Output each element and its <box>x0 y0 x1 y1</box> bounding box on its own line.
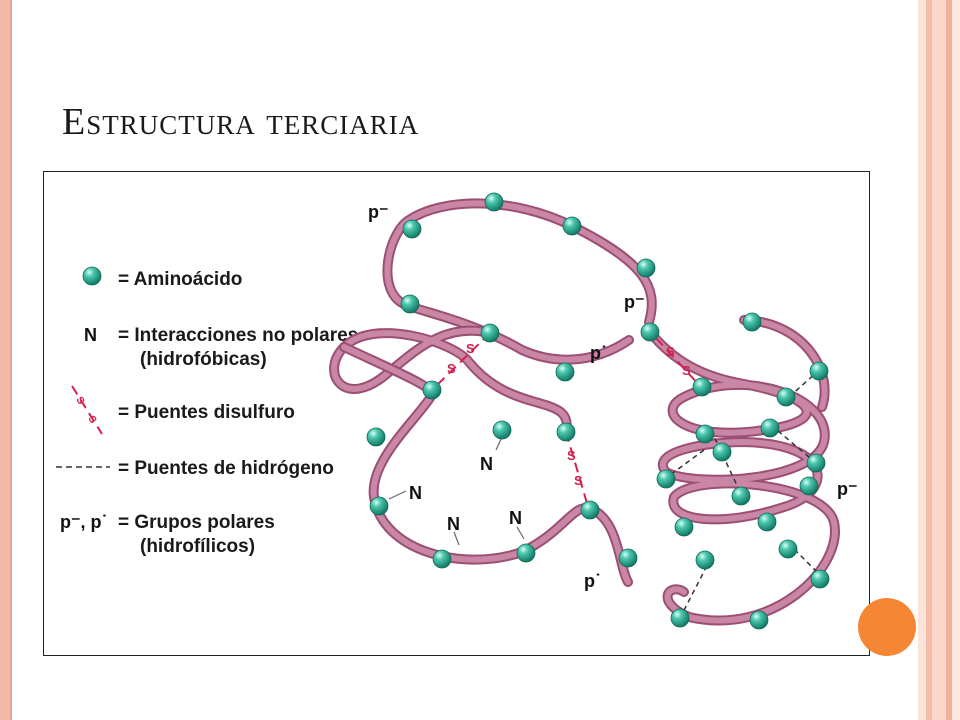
legend-hydrogen: = Puentes de hidrógeno <box>118 458 334 479</box>
protein-diagram: = Aminoácido N = Interacciones no polare… <box>56 192 858 630</box>
legend: = Aminoácido N = Interacciones no polare… <box>56 266 358 557</box>
legend-polar-symbol: p⁻, p˙ <box>60 512 108 532</box>
label-p-dot-mid: p˙ <box>590 343 607 363</box>
legend-polar-line2: (hidrofílicos) <box>140 536 255 557</box>
label-p-dot-bottom: p˙ <box>584 571 601 591</box>
svg-text:s: s <box>73 393 90 407</box>
legend-nonpolar-line1: = Interacciones no polares <box>118 325 358 346</box>
right-decorative-strips <box>918 0 960 720</box>
legend-disulfide: = Puentes disulfuro <box>118 402 295 423</box>
legend-polar-line1: = Grupos polares <box>118 512 275 533</box>
svg-text:S: S <box>567 448 576 463</box>
legend-nonpolar-line2: (hidrofóbicas) <box>140 349 267 370</box>
slide-title: Estructura terciaria <box>62 101 420 143</box>
label-n-2: N <box>409 483 422 503</box>
polypeptide-backbone <box>329 198 840 626</box>
label-n-3: N <box>447 514 460 534</box>
aminoacid-beads <box>366 192 830 630</box>
legend-nonpolar-symbol: N <box>84 325 97 345</box>
disulfide-legend-icon: s s <box>71 385 103 435</box>
svg-text:S: S <box>466 341 475 356</box>
label-n-1: N <box>480 454 493 474</box>
svg-text:S: S <box>574 473 583 488</box>
label-p-minus-top: p⁻ <box>368 202 389 222</box>
legend-aminoacid: = Aminoácido <box>118 269 242 290</box>
aminoacid-legend-icon <box>82 266 102 286</box>
left-decorative-strip <box>0 0 12 720</box>
tertiary-structure-figure: = Aminoácido N = Interacciones no polare… <box>43 171 870 656</box>
label-p-minus-right: p⁻ <box>837 479 858 499</box>
label-p-minus-mid: p⁻ <box>624 292 645 312</box>
svg-text:S: S <box>682 363 691 378</box>
orange-accent-circle <box>858 598 916 656</box>
svg-text:S: S <box>666 344 675 359</box>
svg-text:s: s <box>85 412 102 426</box>
svg-text:S: S <box>447 361 456 376</box>
diagram-labels: p⁻ p⁻ p˙ p⁻ p˙ N N N N <box>368 202 858 591</box>
disulfide-bridges: S S S S S S <box>431 332 701 511</box>
label-n-4: N <box>509 508 522 528</box>
